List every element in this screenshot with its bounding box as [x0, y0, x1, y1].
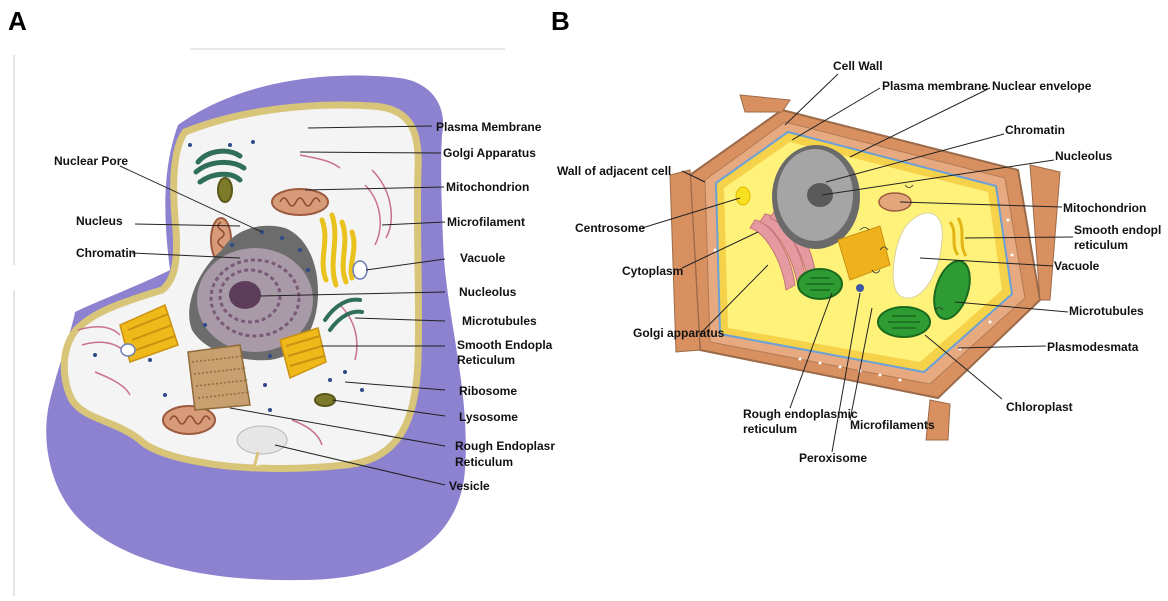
mitochondrion-a-top: [272, 189, 328, 215]
plant-nucleolus: [807, 183, 833, 207]
label-plasma-membrane-a: Plasma Membrane: [436, 120, 541, 134]
vacuole-a: [353, 261, 367, 279]
label-cell-wall-b: Cell Wall: [833, 59, 883, 73]
label-nucleus-a: Nucleus: [76, 214, 123, 228]
label-peroxisome-b: Peroxisome: [799, 451, 867, 465]
label-rough-er-b-1: Rough endoplasmic: [743, 407, 858, 421]
label-vacuole-a: Vacuole: [460, 251, 505, 265]
peroxisome-b: [856, 284, 864, 292]
label-rough-er-a-1: Rough Endoplasr: [455, 439, 555, 453]
label-wall-adjacent-cell-b: Wall of adjacent cell: [557, 164, 671, 178]
label-nucleolus-a: Nucleolus: [459, 285, 516, 299]
label-rough-er-a-2: Reticulum: [455, 455, 513, 469]
label-mitochondrion-a: Mitochondrion: [446, 180, 529, 194]
label-microtubules-b: Microtubules: [1069, 304, 1144, 318]
label-microfilaments-b: Microfilaments: [850, 418, 935, 432]
label-plasmodesmata-b: Plasmodesmata: [1047, 340, 1138, 354]
label-chloroplast-b: Chloroplast: [1006, 400, 1073, 414]
label-smooth-er-b-1: Smooth endopl: [1074, 223, 1161, 237]
label-golgi-apparatus-b: Golgi apparatus: [633, 326, 724, 340]
label-rough-er-b-2: reticulum: [743, 422, 797, 436]
label-smooth-er-b-2: reticulum: [1074, 238, 1128, 252]
label-chromatin-b: Chromatin: [1005, 123, 1065, 137]
vacuole-a-left: [121, 344, 135, 356]
label-nuclear-pore-a: Nuclear Pore: [54, 154, 128, 168]
label-nuclear-envelope-b: Nuclear envelope: [992, 79, 1091, 93]
label-plasma-membrane-b: Plasma membrane: [882, 79, 988, 93]
label-microtubules-a: Microtubules: [462, 314, 537, 328]
label-centrosome-b: Centrosome: [575, 221, 645, 235]
label-ribosome-a: Ribosome: [459, 384, 517, 398]
mitochondrion-a-bottom: [163, 406, 215, 434]
label-chromatin-a: Chromatin: [76, 246, 136, 260]
vesicle-a: [237, 426, 287, 454]
label-microfilament-a: Microfilament: [447, 215, 525, 229]
label-cytoplasm-b: Cytoplasm: [622, 264, 683, 278]
nucleolus-a: [229, 281, 261, 309]
label-lysosome-a: Lysosome: [459, 410, 518, 424]
label-smooth-er-a-1: Smooth Endopla: [457, 338, 552, 352]
label-smooth-er-a-2: Reticulum: [457, 353, 515, 367]
centrosome-b: [736, 187, 750, 205]
rough-er-a: [188, 345, 250, 410]
label-vesicle-a: Vesicle: [449, 479, 490, 493]
label-golgi-apparatus-a: Golgi Apparatus: [443, 146, 536, 160]
label-vacuole-b: Vacuole: [1054, 259, 1099, 273]
label-nucleolus-b: Nucleolus: [1055, 149, 1112, 163]
label-mitochondrion-b: Mitochondrion: [1063, 201, 1146, 215]
lysosome-small-a: [218, 178, 232, 202]
